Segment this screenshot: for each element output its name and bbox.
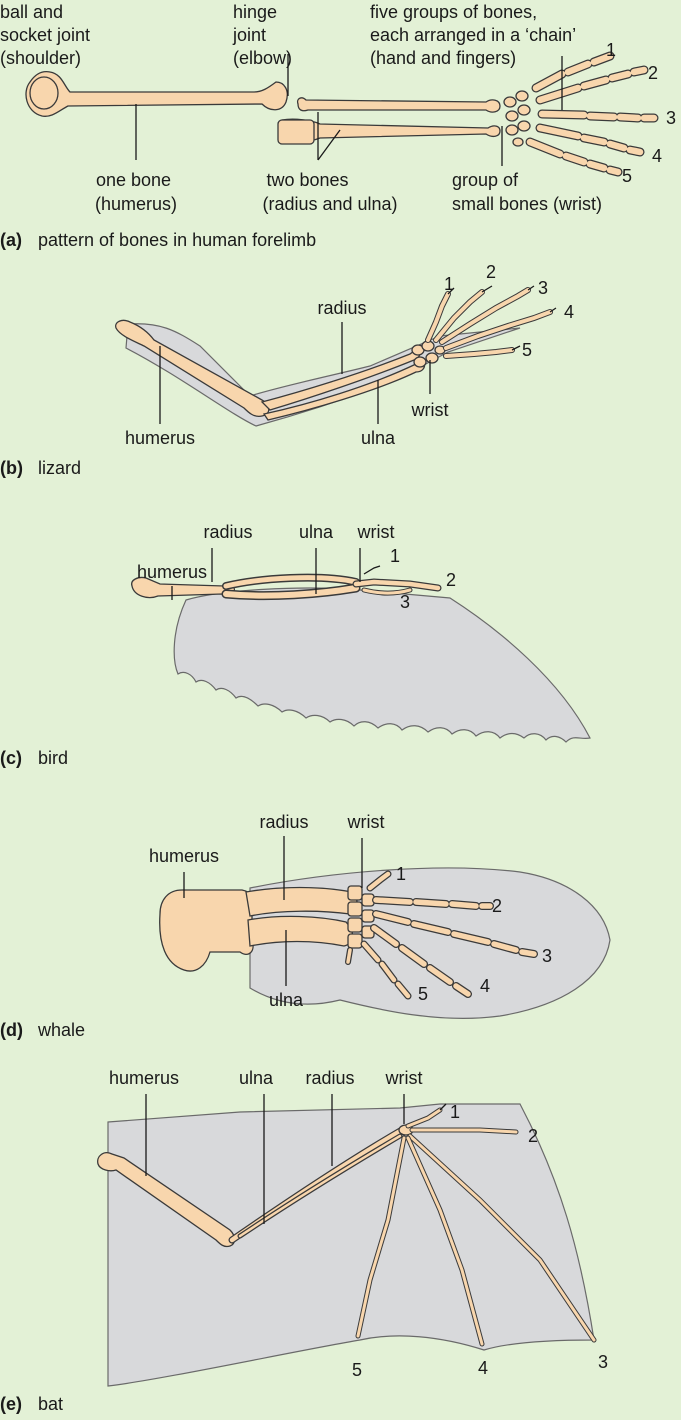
label-wrist-group: group of small bones (wrist) (452, 170, 602, 214)
bird-label-humerus: humerus (137, 562, 207, 582)
human-wrist-carpals (504, 91, 530, 146)
bird-wing-feathers (174, 588, 590, 742)
bird-label-wrist: wrist (357, 522, 395, 542)
whale-digit-2: 2 (492, 896, 502, 916)
whale-label-radius: radius (259, 812, 308, 832)
bat-digit-2: 2 (528, 1126, 538, 1146)
bat-label-wrist: wrist (385, 1068, 423, 1088)
bat-label-ulna: ulna (239, 1068, 274, 1088)
bird-digit-1-claw (364, 566, 380, 574)
panel-e-bat: humerus ulna radius wrist 1 2 3 4 5 (e) … (0, 1068, 608, 1414)
whale-digit-3: 3 (542, 946, 552, 966)
shoulder-ball (30, 77, 58, 109)
panel-b-lizard: radius humerus ulna wrist 1 2 3 4 5 (b) … (0, 262, 574, 478)
lizard-skin-outline (126, 324, 520, 426)
lizard-label-wrist: wrist (411, 400, 449, 420)
lizard-digit-3: 3 (538, 278, 548, 298)
lizard-label-radius: radius (317, 298, 366, 318)
lizard-humerus-bone (116, 320, 269, 416)
human-digit-1: 1 (606, 40, 616, 60)
human-humerus-bone (26, 72, 287, 117)
label-ball-socket: ball and socket joint (shoulder) (0, 2, 95, 68)
lizard-digit-1: 1 (444, 274, 454, 294)
bat-digit-3: 3 (598, 1352, 608, 1372)
label-five-groups: five groups of bones, each arranged in a… (370, 2, 581, 68)
panel-d-whale: humerus radius wrist ulna 1 2 3 4 5 (d) … (0, 812, 610, 1040)
lizard-label-humerus: humerus (125, 428, 195, 448)
lizard-digit-2: 2 (486, 262, 496, 282)
whale-digit-1: 1 (396, 864, 406, 884)
lizard-digit-4: 4 (564, 302, 574, 322)
bird-digit-2: 2 (446, 570, 456, 590)
label-one-bone: one bone (humerus) (95, 170, 177, 214)
human-digit-5: 5 (622, 166, 632, 186)
whale-ulna-bone (248, 916, 353, 946)
lizard-digit-5: 5 (522, 340, 532, 360)
bat-wing-membrane (108, 1104, 594, 1386)
caption-e: (e) bat (0, 1394, 63, 1414)
human-radius-bone (298, 98, 500, 112)
caption-a: (a) pattern of bones in human forelimb (0, 230, 316, 250)
panel-c-bird: radius ulna wrist humerus 1 2 3 (c) bird (0, 522, 590, 768)
whale-label-wrist: wrist (347, 812, 385, 832)
caption-d: (d) whale (0, 1020, 85, 1040)
bat-digit-5: 5 (352, 1360, 362, 1380)
bat-digit-4: 4 (478, 1358, 488, 1378)
label-two-bones: two bones (radius and ulna) (262, 170, 397, 214)
human-digit-3: 3 (666, 108, 676, 128)
whale-humerus-bone (160, 890, 254, 971)
caption-b: (b) lizard (0, 458, 81, 478)
whale-radius-bone (246, 888, 357, 917)
whale-label-humerus: humerus (149, 846, 219, 866)
bird-digit-3: 3 (400, 592, 410, 612)
whale-label-ulna: ulna (269, 990, 304, 1010)
human-digit-4: 4 (652, 146, 662, 166)
label-hinge-joint: hinge joint (elbow) (232, 2, 292, 68)
bird-label-radius: radius (203, 522, 252, 542)
bird-digit-1: 1 (390, 546, 400, 566)
elbow-olecranon (278, 120, 314, 144)
bat-digit-1: 1 (450, 1102, 460, 1122)
human-fingers (530, 56, 654, 172)
whale-digit-4: 4 (480, 976, 490, 996)
lizard-label-ulna: ulna (361, 428, 396, 448)
bird-label-ulna: ulna (299, 522, 334, 542)
human-digit-2: 2 (648, 63, 658, 83)
panel-a-human: ball and socket joint (shoulder) hinge j… (0, 2, 676, 250)
bat-label-humerus: humerus (109, 1068, 179, 1088)
bat-label-radius: radius (305, 1068, 354, 1088)
caption-c: (c) bird (0, 748, 68, 768)
whale-digit-5: 5 (418, 984, 428, 1004)
